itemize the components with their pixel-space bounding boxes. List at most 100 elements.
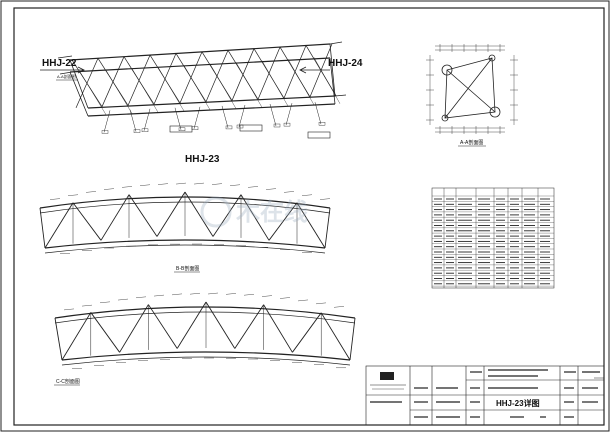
- dimension-mark: [207, 292, 219, 295]
- isometric-truss-view: [57, 41, 347, 134]
- dimension-mark: [175, 182, 187, 185]
- web-diagonal: [292, 312, 322, 353]
- sheet-inner-border: [13, 7, 605, 426]
- web-diagonal: [176, 301, 207, 349]
- dimension-mark: [139, 184, 151, 186]
- dimension-mark: [135, 296, 147, 299]
- iso-detail-tag-3: [307, 131, 331, 139]
- iso-hanger-rod: [129, 109, 137, 132]
- web-diagonal: [263, 304, 293, 353]
- section-b-b-view: [39, 191, 331, 254]
- section-c-dimension-marks: [63, 292, 346, 369]
- iso-hanger-plate: [178, 127, 186, 132]
- watermark-logo-icon: [200, 196, 232, 228]
- web-diagonal: [148, 304, 178, 349]
- iso-hanger-rod: [103, 110, 111, 133]
- web-diagonal: [320, 312, 351, 361]
- iso-hanger-rod: [143, 108, 151, 131]
- section-c-c-view: [54, 301, 356, 366]
- web-diagonal: [44, 202, 74, 249]
- web-diagonal: [205, 301, 236, 349]
- dimension-mark: [229, 184, 241, 186]
- iso-web-member: [209, 63, 237, 109]
- web-diagonal: [296, 202, 326, 249]
- truss-right-label: HHJ-24: [328, 58, 363, 69]
- main-truss-label: HHJ-23: [185, 154, 220, 165]
- dimension-mark: [63, 308, 75, 311]
- section-b-dimension-marks: [49, 182, 331, 254]
- iso-hanger-plate: [318, 121, 326, 126]
- dimension-mark: [297, 299, 309, 302]
- iso-web-member: [287, 58, 315, 106]
- watermark-text: 木在线: [235, 198, 308, 226]
- dimension-mark: [243, 294, 255, 296]
- iso-hanger-plate: [133, 129, 141, 133]
- dimension-mark: [265, 188, 277, 190]
- drawing-title: HHJ-23详图: [496, 398, 540, 408]
- dimension-mark: [157, 183, 169, 185]
- dimension-mark: [211, 183, 223, 185]
- section-a-tag-label: A-A剖面图: [57, 73, 76, 79]
- web-diagonal: [240, 194, 270, 241]
- dimension-mark: [81, 304, 93, 307]
- dimension-mark: [225, 293, 237, 295]
- watermark: 木在线: [200, 196, 308, 228]
- dimension-mark: [279, 297, 291, 299]
- section-b-caption: B-B剖面图: [176, 265, 199, 272]
- web-diagonal: [156, 191, 186, 237]
- section-a-caption: A-A剖面图: [460, 139, 483, 146]
- iso-web-member: [183, 65, 211, 110]
- design-institute-logo: [370, 372, 406, 390]
- iso-hanger-plate: [225, 125, 233, 130]
- dimension-mark: [171, 293, 183, 296]
- iso-hanger-plate: [101, 130, 109, 134]
- web-diagonal: [234, 304, 264, 349]
- iso-web-member: [235, 62, 263, 108]
- dimension-mark: [99, 301, 111, 304]
- web-diagonal: [184, 191, 214, 237]
- iso-hanger-rod: [221, 105, 229, 128]
- dimension-mark: [333, 306, 345, 308]
- web-diagonal: [90, 312, 120, 353]
- dimension-mark: [315, 302, 327, 305]
- iso-hanger-plate: [191, 126, 199, 131]
- iso-web-member: [131, 68, 159, 113]
- dimension-mark: [117, 298, 129, 301]
- web-diagonal: [61, 312, 92, 361]
- iso-hanger-rod: [238, 104, 246, 128]
- web-diagonal: [212, 194, 242, 237]
- web-diagonal: [128, 194, 158, 237]
- dimension-mark: [189, 292, 201, 295]
- section-a-a-view: [429, 45, 515, 133]
- truss-left-label: HHJ-22: [42, 58, 77, 69]
- right-arrow: [299, 66, 330, 74]
- web-diagonal: [119, 304, 149, 353]
- iso-web-member: [105, 70, 133, 114]
- member-table: [431, 187, 555, 289]
- dimension-mark: [49, 198, 61, 200]
- iso-web-member: [157, 66, 185, 112]
- iso-hanger-plate: [141, 128, 149, 133]
- dimension-mark: [153, 294, 165, 297]
- dimension-mark: [85, 191, 97, 193]
- dimension-mark: [67, 194, 79, 196]
- iso-hanger-rod: [314, 102, 322, 125]
- dimension-mark: [283, 191, 295, 193]
- iso-hanger-plate: [283, 122, 291, 127]
- iso-hanger-rod: [285, 103, 293, 126]
- dimension-mark: [193, 182, 205, 185]
- iso-hanger-rod: [269, 103, 277, 127]
- section-c-caption: C-C剖面图: [56, 378, 80, 385]
- iso-detail-tag-2: [239, 124, 263, 132]
- iso-detail-tag-1: [169, 125, 193, 133]
- dimension-mark: [319, 198, 331, 200]
- dimension-mark: [261, 295, 273, 297]
- section-a-dimension-marks: [426, 44, 518, 134]
- iso-hanger-rod: [193, 106, 201, 129]
- dimension-mark: [301, 194, 313, 196]
- iso-hanger-plate: [273, 123, 281, 128]
- iso-web-member: [261, 60, 289, 107]
- web-diagonal: [268, 202, 298, 241]
